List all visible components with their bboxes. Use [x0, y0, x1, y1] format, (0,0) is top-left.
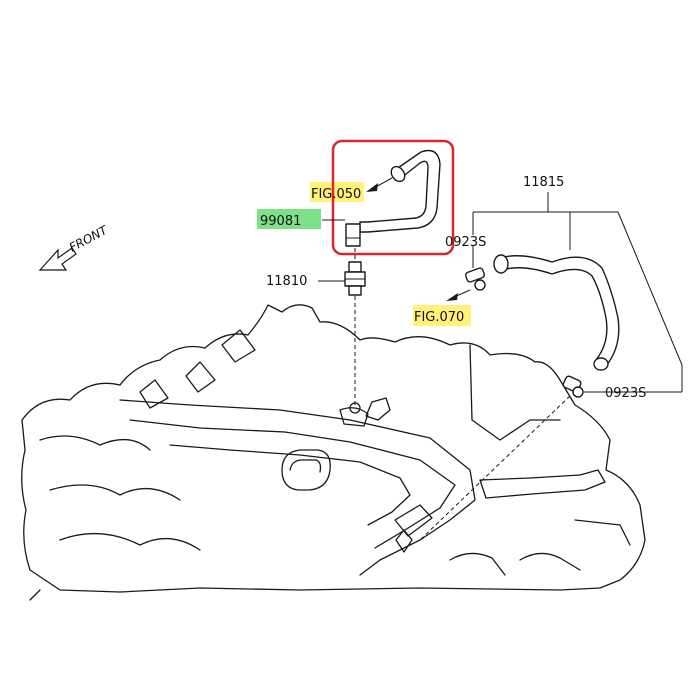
pcv-valve-11810[interactable]: [344, 261, 366, 296]
hose-99081[interactable]: [345, 149, 441, 247]
fig050-label[interactable]: FIG.050: [311, 187, 361, 202]
clip-0923s-lower[interactable]: [562, 375, 584, 398]
front-arrow-icon: [38, 247, 77, 271]
part99081-highlight: [257, 209, 321, 229]
part-11815-label[interactable]: 11815: [523, 175, 564, 190]
clip-0923s-upper[interactable]: [464, 267, 486, 291]
engine-outline: [21, 304, 646, 601]
fig050-highlight: [310, 182, 364, 202]
front-label: FRONT: [67, 222, 111, 254]
fig070-highlight: [413, 305, 471, 326]
part-0923s-label-upper[interactable]: 0923S: [445, 235, 486, 250]
part-99081-label[interactable]: 99081: [260, 214, 301, 229]
part-11810-label[interactable]: 11810: [266, 274, 307, 289]
hose-11815[interactable]: [493, 254, 620, 371]
fig070-label[interactable]: FIG.070: [414, 310, 464, 325]
part-0923s-label-lower[interactable]: 0923S: [605, 386, 646, 401]
callout-box: [331, 139, 455, 256]
